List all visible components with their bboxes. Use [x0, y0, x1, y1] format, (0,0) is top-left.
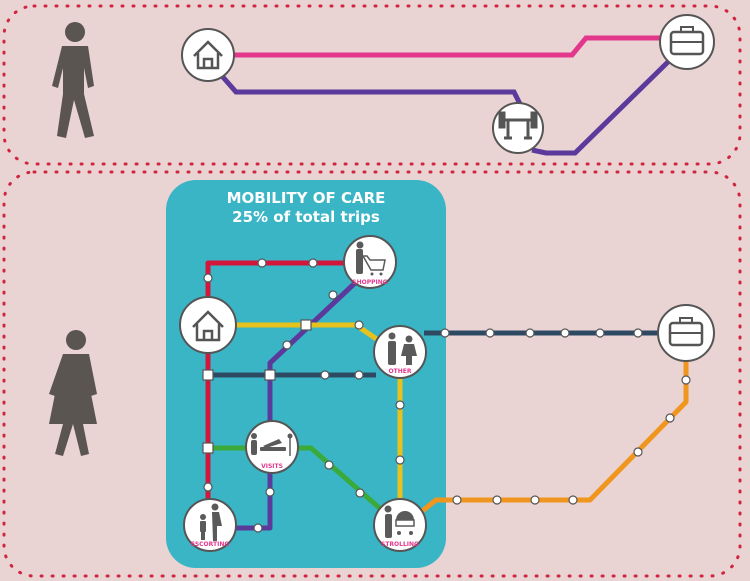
home-icon — [193, 40, 223, 70]
work-station — [657, 304, 715, 362]
stroller-icon — [384, 505, 415, 538]
home-icon — [192, 310, 224, 342]
other-station: OTHER — [373, 325, 427, 379]
interchange — [300, 319, 312, 331]
home-station — [179, 296, 237, 354]
line-home-to-gym — [220, 74, 523, 106]
work-station-top — [659, 14, 715, 70]
stop — [328, 290, 338, 300]
top-section-border — [2, 4, 742, 166]
purple-line-top — [267, 281, 357, 422]
stop — [485, 328, 495, 338]
elderly-couple-icon — [388, 332, 417, 365]
interchange — [202, 442, 214, 454]
stop — [568, 495, 578, 505]
stop — [560, 328, 570, 338]
stop — [530, 495, 540, 505]
station-label-shopping: SHOPPING — [352, 279, 387, 286]
gym-station — [492, 102, 544, 154]
stop — [681, 375, 691, 385]
stop — [665, 413, 675, 423]
shopping-cart-icon — [356, 241, 386, 276]
man-walking-icon — [52, 22, 94, 138]
stop — [257, 258, 267, 268]
station-label-other: OTHER — [389, 368, 412, 375]
woman-walking-icon — [49, 330, 97, 456]
stop — [203, 482, 213, 492]
interchange — [264, 369, 276, 381]
station-label-strolling: STROLLING — [381, 541, 419, 548]
orange-line — [419, 361, 689, 514]
stop — [395, 400, 405, 410]
stop — [354, 370, 364, 380]
stop — [354, 320, 364, 330]
panel-title: MOBILITY OF CARE — [227, 189, 386, 207]
hospital-visit-icon — [251, 433, 293, 456]
home-station-top — [181, 28, 235, 82]
stop — [595, 328, 605, 338]
stop — [633, 328, 643, 338]
stop — [308, 258, 318, 268]
stop — [282, 340, 292, 350]
escorting-station: ESCORTING — [183, 498, 237, 552]
adult-with-child-icon — [200, 503, 222, 541]
stop — [452, 495, 462, 505]
weight-bench-icon — [498, 111, 538, 140]
strolling-station: STROLLING — [373, 498, 427, 552]
stop — [355, 488, 365, 498]
visits-station: VISITS — [245, 420, 299, 474]
stop — [395, 455, 405, 465]
stop — [265, 487, 275, 497]
stops — [202, 258, 691, 533]
station-label-escorting: ESCORTING — [191, 541, 230, 548]
stop — [525, 328, 535, 338]
shopping-station: SHOPPING — [343, 235, 397, 289]
stop — [440, 328, 450, 338]
bottom-section-border — [2, 170, 742, 578]
panel-subtitle: 25% of total trips — [232, 208, 380, 226]
stop — [253, 523, 263, 533]
line-gym-to-work — [531, 58, 672, 156]
stop — [633, 447, 643, 457]
interchange — [202, 369, 214, 381]
station-label-visits: VISITS — [261, 463, 283, 470]
stop — [203, 273, 213, 283]
red-line-top — [205, 260, 346, 297]
stop — [492, 495, 502, 505]
line-home-to-work — [234, 35, 662, 58]
stop — [320, 370, 330, 380]
stop — [324, 460, 334, 470]
